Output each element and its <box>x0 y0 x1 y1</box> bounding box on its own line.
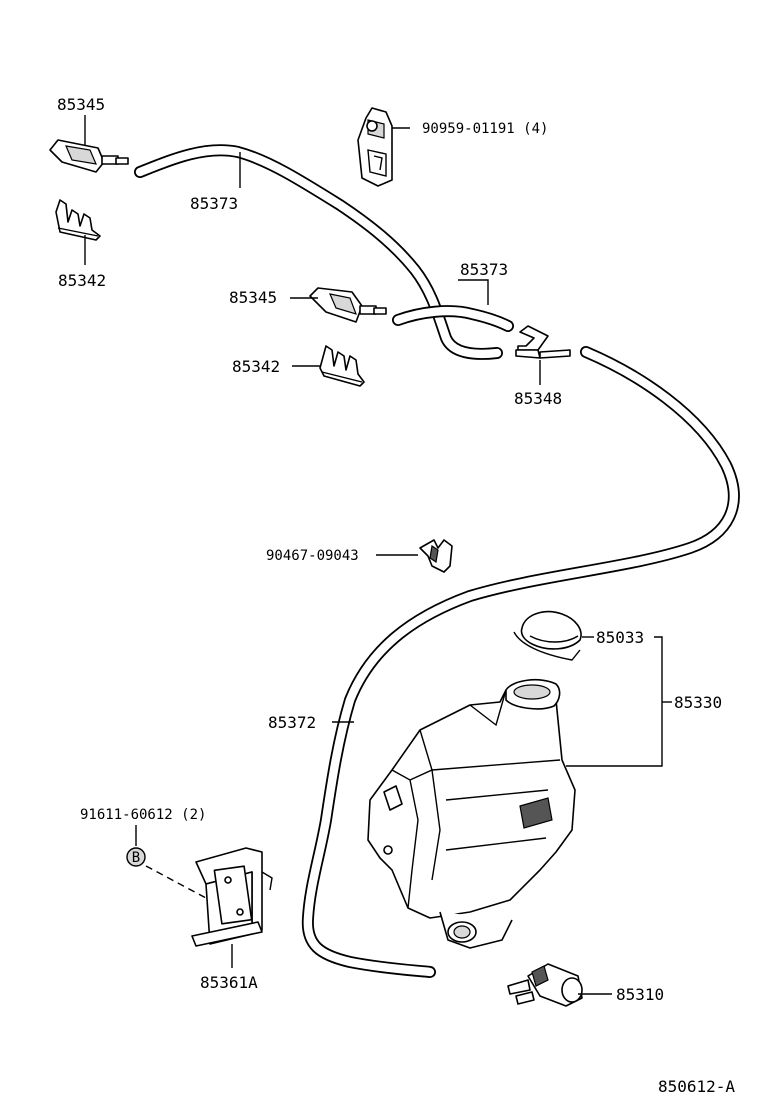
label-85373-short: 85373 <box>460 260 508 279</box>
tank-bracket <box>191 847 273 947</box>
washer-nozzle-center <box>309 287 387 323</box>
hose-85373-upper <box>134 144 503 360</box>
nozzle-clip-left <box>55 199 101 241</box>
washer-nozzle-left <box>49 139 129 173</box>
washer-pump <box>507 963 583 1007</box>
label-90959-01191: 90959-01191 (4) <box>422 121 548 137</box>
bolt-marker-letter: B <box>132 850 140 866</box>
hose-85373-short <box>392 305 514 332</box>
label-85033: 85033 <box>596 628 644 647</box>
label-85330: 85330 <box>674 693 722 712</box>
hose-85372-long <box>301 346 740 978</box>
hose-clamp-top <box>357 107 393 187</box>
label-85342-center: 85342 <box>232 357 280 376</box>
label-90467-09043: 90467-09043 <box>266 548 359 564</box>
leader-lines <box>84 115 672 995</box>
label-91611-60612: 91611-60612 (2) <box>80 807 206 823</box>
label-85373-upper: 85373 <box>190 194 238 213</box>
figure-code: 850612-A <box>658 1077 735 1096</box>
label-85361A: 85361A <box>200 973 258 992</box>
label-85345-center: 85345 <box>229 288 277 307</box>
label-85348: 85348 <box>514 389 562 408</box>
label-85345-left: 85345 <box>57 95 105 114</box>
label-85310: 85310 <box>616 985 664 1004</box>
bolt-marker: B <box>126 847 146 867</box>
hose-joint-y <box>515 325 571 359</box>
label-85342-left: 85342 <box>58 271 106 290</box>
washer-tank <box>367 678 576 949</box>
label-85372: 85372 <box>268 713 316 732</box>
hose-clip-mid <box>419 539 453 573</box>
nozzle-clip-center <box>319 345 365 387</box>
tank-cap <box>513 610 582 661</box>
